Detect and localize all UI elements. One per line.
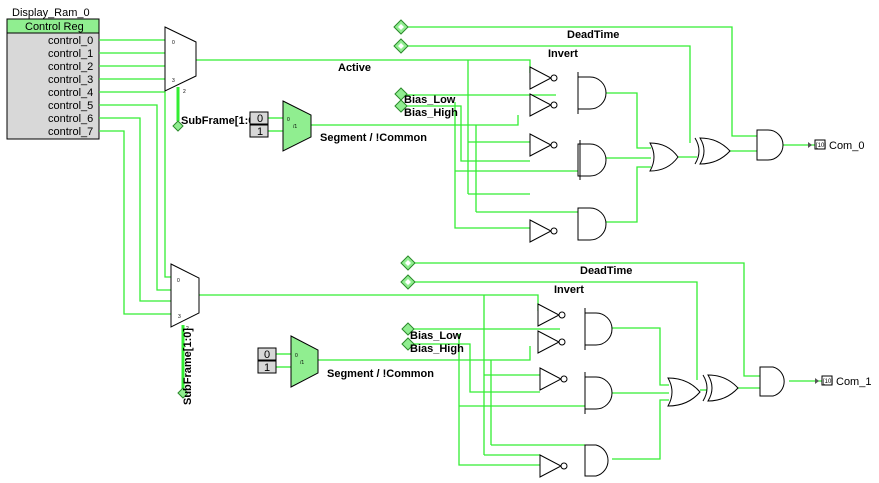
svg-text:2: 2 bbox=[186, 326, 189, 332]
svg-text:3: 3 bbox=[172, 78, 175, 84]
subframe-port-top[interactable] bbox=[172, 120, 184, 132]
and-gate-bottom-3[interactable] bbox=[584, 444, 609, 477]
port-control-3: control_3 bbox=[48, 74, 93, 86]
bias-high-pin-bottom[interactable] bbox=[401, 337, 415, 351]
svg-text:3: 3 bbox=[178, 314, 181, 320]
svg-text:0: 0 bbox=[177, 278, 180, 284]
port-control-6: control_6 bbox=[48, 113, 93, 125]
svg-text:0: 0 bbox=[172, 40, 175, 46]
port-control-4: control_4 bbox=[48, 87, 93, 99]
const-1-top: 1 bbox=[249, 124, 269, 138]
deadtime-pin-top[interactable] bbox=[393, 19, 409, 35]
inverter-bottom-4[interactable] bbox=[539, 454, 568, 478]
const-1-bottom: 1 bbox=[257, 360, 277, 374]
subframe-label-top: SubFrame[1:0] bbox=[181, 115, 258, 127]
xor-gate-bottom[interactable] bbox=[702, 374, 739, 402]
segment-mux-top[interactable]: 0 /1 bbox=[282, 100, 312, 152]
deadtime-pin-bottom[interactable] bbox=[400, 255, 416, 271]
segment-common-label-top: Segment / !Common bbox=[320, 132, 427, 144]
output-terminal-top[interactable]: [10] bbox=[808, 139, 826, 150]
port-control-7: control_7 bbox=[48, 126, 93, 138]
control-reg-body bbox=[6, 18, 100, 140]
svg-text:1: 1 bbox=[264, 362, 270, 374]
and-gate-final-top[interactable] bbox=[756, 129, 784, 161]
component-instance-name: Display_Ram_0 bbox=[12, 7, 90, 19]
const-0-top: 0 bbox=[249, 111, 269, 125]
svg-text:/1: /1 bbox=[293, 124, 297, 130]
bias-low-label-bottom: Bias_Low bbox=[410, 330, 462, 342]
inverter-bottom-1[interactable] bbox=[537, 303, 566, 327]
or-gate-top[interactable] bbox=[649, 142, 679, 172]
subframe-label-bottom: SubFrame[1:0] bbox=[182, 328, 194, 405]
segment-common-label-bottom: Segment / !Common bbox=[327, 368, 434, 380]
active-label-top: Active bbox=[338, 62, 371, 74]
output-label-bottom: Com_1 bbox=[836, 376, 871, 388]
svg-text:1: 1 bbox=[257, 126, 263, 138]
mux-bottom[interactable]: 0 3 2 bbox=[170, 263, 200, 332]
and-gate-top-3[interactable] bbox=[577, 207, 607, 241]
port-control-2: control_2 bbox=[48, 61, 93, 73]
deadtime-label-bottom: DeadTime bbox=[580, 265, 632, 277]
svg-text:0: 0 bbox=[295, 353, 298, 359]
control-reg-title: Control Reg bbox=[25, 21, 84, 33]
inverter-top-3[interactable] bbox=[529, 133, 558, 157]
port-control-5: control_5 bbox=[48, 100, 93, 112]
svg-text:[10]: [10] bbox=[823, 379, 833, 385]
port-control-0: control_0 bbox=[48, 35, 93, 47]
or-gate-bottom[interactable] bbox=[667, 377, 701, 407]
output-label-top: Com_0 bbox=[829, 140, 864, 152]
invert-pin-bottom[interactable] bbox=[400, 274, 416, 290]
svg-text:[10]: [10] bbox=[816, 143, 826, 149]
svg-text:0: 0 bbox=[257, 113, 263, 125]
port-control-1: control_1 bbox=[48, 48, 93, 60]
bias-high-label-top: Bias_High bbox=[404, 107, 458, 119]
bias-low-pin-bottom[interactable] bbox=[401, 322, 415, 336]
and-gate-top-1[interactable] bbox=[577, 76, 607, 110]
svg-text:/1: /1 bbox=[300, 360, 304, 366]
and-gate-bottom-1[interactable] bbox=[584, 312, 613, 346]
inverter-top-1[interactable] bbox=[529, 66, 558, 90]
bias-high-pin-top[interactable] bbox=[394, 99, 408, 113]
inverter-top-4[interactable] bbox=[529, 219, 558, 243]
control-reg-component[interactable]: Display_Ram_0 Control Reg control_0 cont… bbox=[6, 7, 100, 140]
deadtime-label-top: DeadTime bbox=[567, 29, 619, 41]
and-gate-bottom-2[interactable] bbox=[584, 376, 613, 410]
invert-label-top: Invert bbox=[548, 48, 578, 60]
svg-text:0: 0 bbox=[287, 117, 290, 123]
xor-gate-top[interactable] bbox=[694, 137, 731, 165]
bias-low-label-top: Bias_Low bbox=[404, 94, 456, 106]
invert-label-bottom: Invert bbox=[554, 284, 584, 296]
and-gate-top-2[interactable] bbox=[577, 143, 607, 177]
bias-high-label-bottom: Bias_High bbox=[410, 343, 464, 355]
control-reg-header bbox=[6, 18, 100, 34]
svg-text:2: 2 bbox=[183, 89, 186, 95]
wires bbox=[99, 26, 822, 466]
const-0-bottom: 0 bbox=[257, 347, 277, 361]
inverter-bottom-3[interactable] bbox=[539, 367, 568, 391]
inverter-bottom-2[interactable] bbox=[537, 330, 566, 354]
output-terminal-bottom[interactable]: [10] bbox=[815, 375, 833, 386]
inverter-top-2[interactable] bbox=[529, 93, 558, 117]
invert-pin-top[interactable] bbox=[393, 38, 409, 54]
subframe-port-bottom[interactable] bbox=[177, 387, 189, 399]
and-gate-final-bottom[interactable] bbox=[759, 366, 785, 397]
svg-text:0: 0 bbox=[264, 349, 270, 361]
mux-top[interactable]: 0 3 2 bbox=[164, 26, 197, 95]
segment-mux-bottom[interactable]: 0 /1 bbox=[290, 335, 319, 388]
